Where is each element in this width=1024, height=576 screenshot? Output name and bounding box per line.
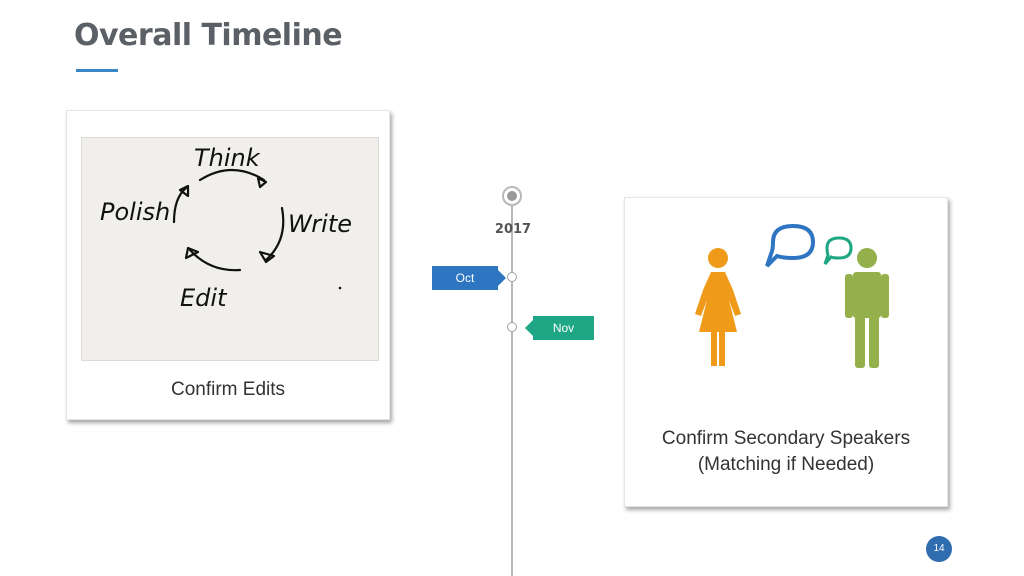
secondary-speakers-caption: Confirm Secondary Speakers (Matching if … (625, 426, 947, 478)
confirm-edits-card: Think Write Edit Polish Confirm Edits (66, 110, 390, 420)
timeline-dot-nov (507, 322, 517, 332)
timeline-line (511, 206, 513, 576)
speakers-illustration (695, 223, 889, 368)
woman-icon (695, 248, 741, 366)
caption-line-2: (Matching if Needed) (697, 454, 875, 475)
speech-bubble-icon (765, 223, 853, 268)
secondary-speakers-card: Confirm Secondary Speakers (Matching if … (624, 197, 948, 507)
confirm-edits-caption: Confirm Edits (170, 379, 286, 400)
timeline-tag-oct: Oct (432, 266, 506, 290)
man-icon (845, 248, 889, 368)
sketch-word-write: Write (288, 210, 352, 238)
caption-line-1: Confirm Secondary Speakers (661, 428, 911, 449)
writing-cycle-sketch: Think Write Edit Polish (81, 137, 379, 361)
sketch-word-think: Think (194, 144, 261, 172)
arrow-polish-think (172, 186, 188, 224)
title-underline (76, 69, 118, 72)
writing-cycle-diagram: Think Write Edit Polish (100, 144, 352, 312)
timeline-dot-oct (507, 272, 517, 282)
timeline-start-marker (502, 186, 522, 206)
arrow-write-edit (264, 206, 285, 262)
page-number-badge: 14 (926, 536, 952, 562)
sketch-word-edit: Edit (180, 284, 228, 312)
timeline-year: 2017 (494, 222, 532, 237)
timeline-tag-nov: Nov (525, 316, 594, 340)
sketch-word-polish: Polish (100, 198, 170, 226)
arrow-think-write (198, 169, 266, 182)
page-title: Overall Timeline (74, 18, 343, 53)
